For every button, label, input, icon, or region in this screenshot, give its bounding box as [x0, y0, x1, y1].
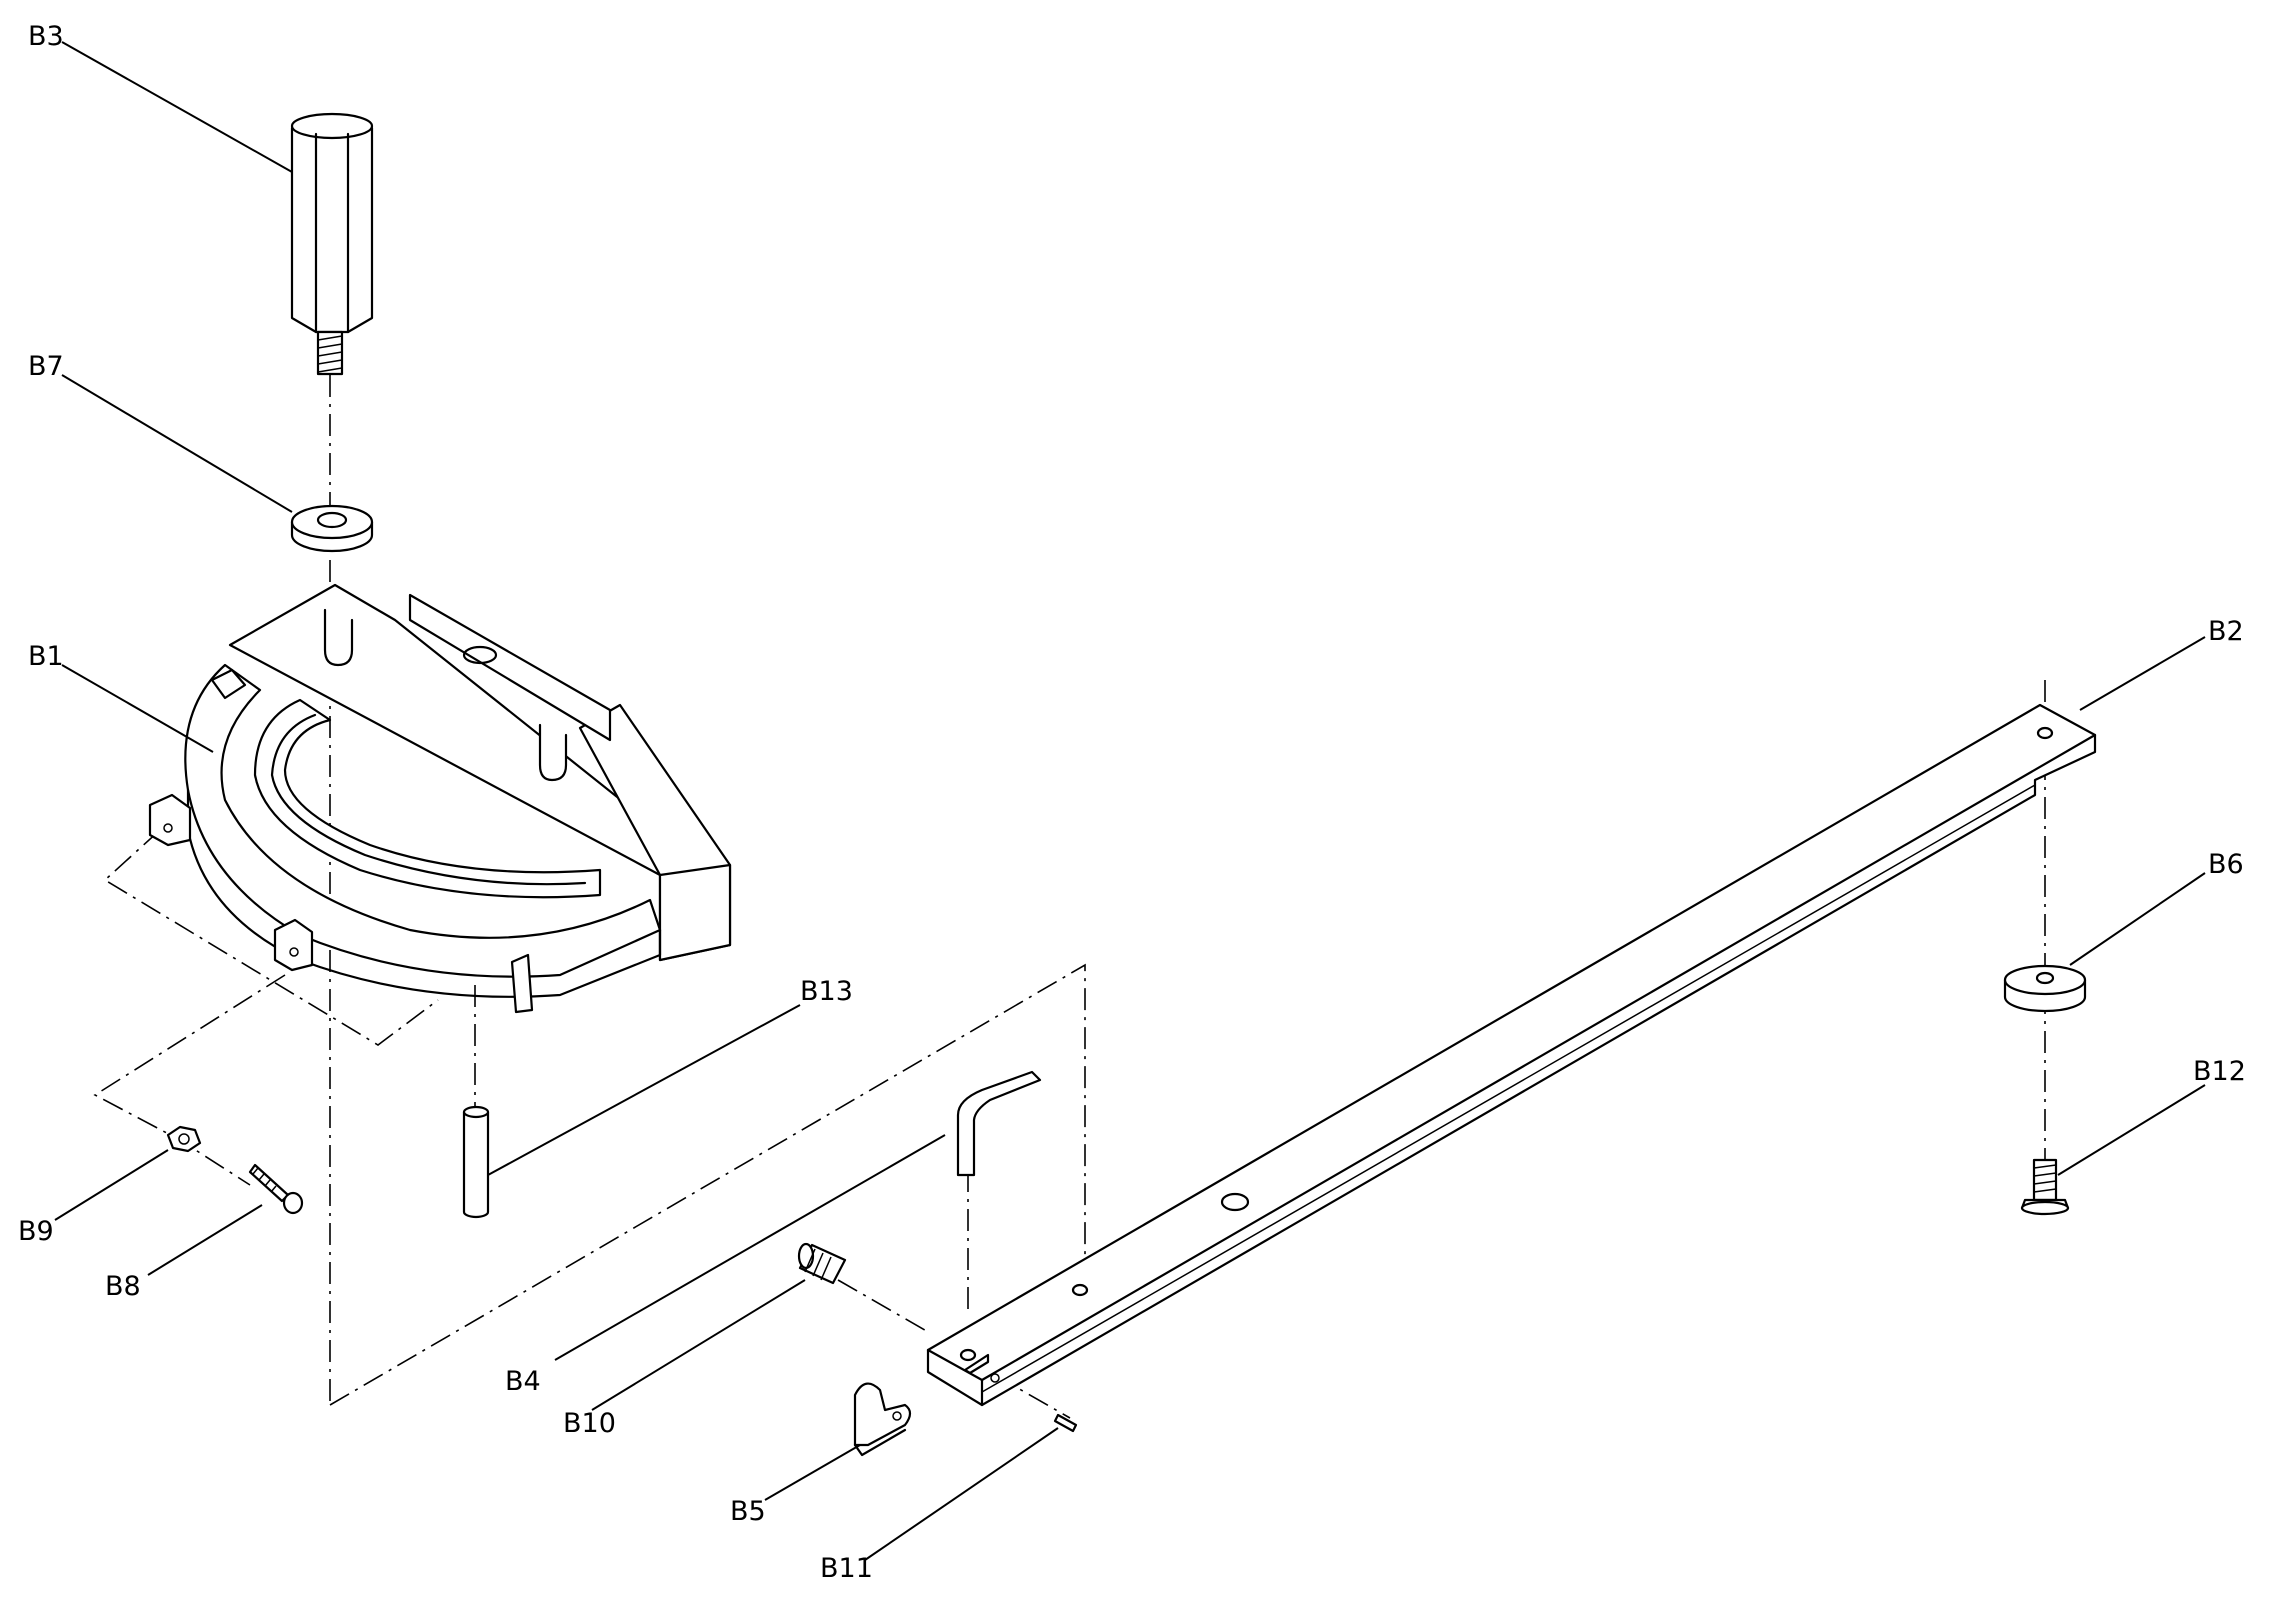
screw-part-b8 — [248, 1163, 304, 1215]
label-b3: B3 — [28, 21, 64, 52]
label-b2: B2 — [2208, 616, 2244, 647]
label-b5: B5 — [730, 1496, 766, 1527]
knob-part-b3 — [290, 112, 374, 376]
nut-part-b9 — [166, 1125, 202, 1153]
label-b9: B9 — [18, 1216, 54, 1247]
label-b10: B10 — [563, 1408, 616, 1439]
screw-part-b12 — [2020, 1158, 2070, 1216]
set-screw-part-b10 — [797, 1242, 847, 1285]
label-b7: B7 — [28, 351, 64, 382]
label-b11: B11 — [820, 1553, 873, 1584]
pin-part-b13 — [462, 1105, 490, 1219]
label-b4: B4 — [505, 1366, 541, 1397]
pin-part-b11 — [1053, 1413, 1078, 1433]
pointer-part-b4 — [956, 1070, 1042, 1177]
part-labels: B3 B7 B1 B2 B6 B12 B13 B9 B8 B4 B10 B5 B… — [18, 21, 2246, 1584]
label-b1: B1 — [28, 641, 64, 672]
leader-lines — [54, 41, 2206, 1561]
miter-gauge-body-part-b1 — [148, 583, 732, 1014]
washer-part-b6 — [2003, 964, 2087, 1013]
clip-part-b5 — [853, 1382, 912, 1457]
label-b12: B12 — [2193, 1056, 2246, 1087]
label-b6: B6 — [2208, 849, 2244, 880]
label-b13: B13 — [800, 976, 853, 1007]
miter-bar-part-b2 — [926, 703, 2097, 1407]
label-b8: B8 — [105, 1271, 141, 1302]
washer-part-b7 — [290, 504, 374, 553]
